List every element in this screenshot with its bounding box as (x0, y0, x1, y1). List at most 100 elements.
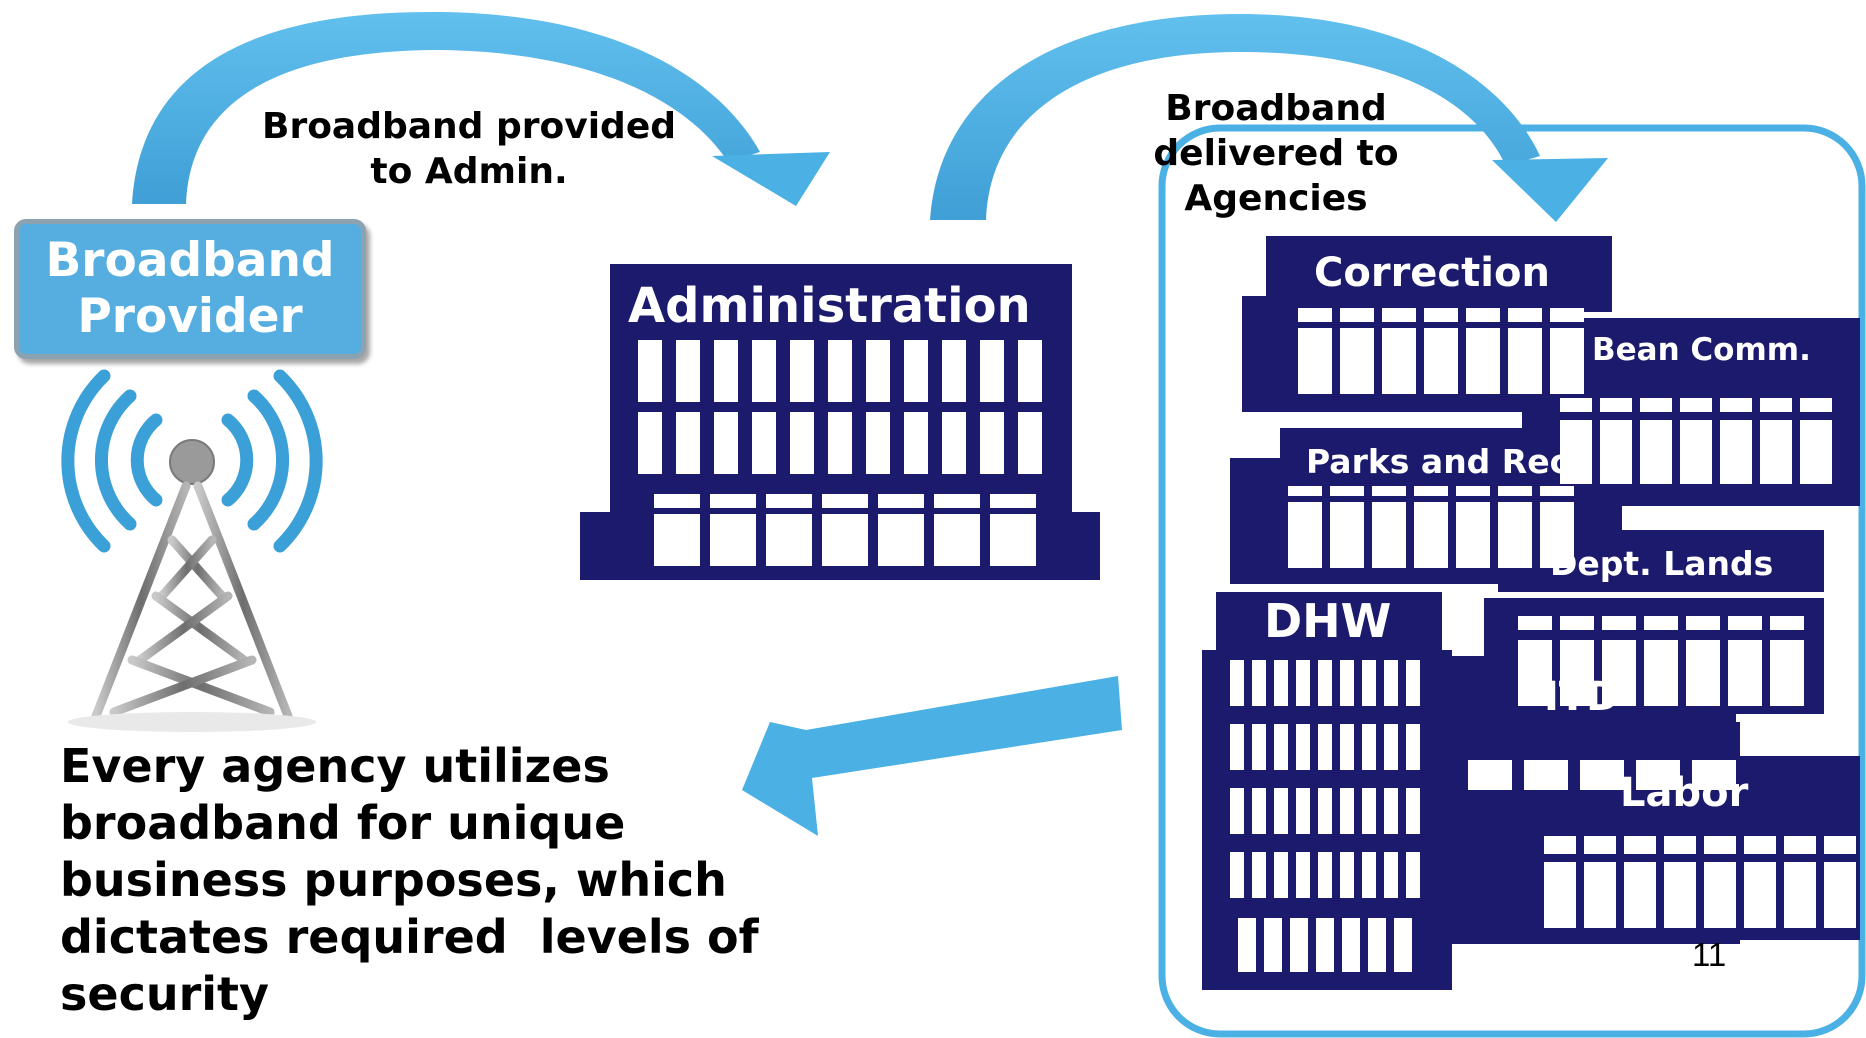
window (1456, 486, 1490, 496)
window (1518, 616, 1552, 630)
window (1760, 398, 1792, 412)
admin-window (710, 514, 756, 566)
window (1274, 724, 1288, 770)
window (1824, 862, 1856, 928)
arrow-label-to-admin: Broadband provided to Admin. (244, 104, 694, 194)
admin-window (822, 514, 868, 566)
admin-window (790, 412, 814, 474)
admin-window (878, 494, 924, 508)
window (1264, 918, 1282, 972)
window (1560, 640, 1594, 706)
window (1686, 616, 1720, 630)
window (1288, 502, 1322, 568)
admin-window (828, 340, 852, 402)
statement-line3: business purposes, which (60, 853, 727, 907)
arrow-agencies-to-statement (742, 676, 1122, 836)
window (1540, 502, 1574, 568)
window (1394, 918, 1412, 972)
admin-window (654, 514, 700, 566)
broadband-provider-box: Broadband Provider (14, 219, 366, 359)
window (1274, 852, 1288, 898)
admin-window (828, 412, 852, 474)
admin-window (904, 340, 928, 402)
admin-window (714, 340, 738, 402)
admin-window (676, 340, 700, 402)
window (1230, 788, 1244, 834)
window (1560, 398, 1592, 412)
admin-window (654, 494, 700, 508)
window (1686, 640, 1720, 706)
window (1414, 502, 1448, 568)
window (1252, 660, 1266, 706)
admin-window (766, 494, 812, 508)
window (1318, 660, 1332, 706)
window (1318, 788, 1332, 834)
agency-windows (1230, 308, 1856, 972)
admin-window (990, 514, 1036, 566)
window (1296, 852, 1310, 898)
window (1680, 398, 1712, 412)
window (1784, 862, 1816, 928)
window (1230, 660, 1244, 706)
agency-label-labor: Labor (1620, 770, 1749, 816)
signal-waves-icon (61, 369, 323, 553)
arrow-label-to-agencies-line2: delivered to (1153, 133, 1399, 174)
window (1584, 836, 1616, 854)
page-number: 11 (1692, 936, 1727, 973)
arrow-label-to-agencies-line3: Agencies (1184, 178, 1368, 219)
window (1784, 836, 1816, 854)
window (1340, 660, 1354, 706)
radio-tower-icon (91, 439, 293, 721)
agency-label-bean-comm: Bean Comm. (1592, 332, 1811, 368)
window (1330, 502, 1364, 568)
window (1372, 502, 1406, 568)
window (1468, 760, 1512, 790)
window (1640, 398, 1672, 412)
window (1296, 724, 1310, 770)
window (1424, 328, 1458, 394)
window (1518, 640, 1552, 706)
window (1372, 486, 1406, 496)
window (1290, 918, 1308, 972)
admin-window (822, 494, 868, 508)
admin-window (866, 412, 890, 474)
admin-window (934, 494, 980, 508)
admin-window (980, 340, 1004, 402)
window (1384, 724, 1398, 770)
window (1744, 862, 1776, 928)
admin-window (942, 412, 966, 474)
window (1640, 420, 1672, 484)
admin-window (714, 412, 738, 474)
window (1340, 788, 1354, 834)
admin-window (990, 494, 1036, 508)
window (1744, 836, 1776, 854)
window (1560, 616, 1594, 630)
window (1252, 852, 1266, 898)
agency-usage-statement: Every agency utilizes broadband for uniq… (60, 738, 820, 1023)
window (1508, 308, 1542, 322)
agency-label-dhw: DHW (1264, 594, 1392, 648)
agency-label-dept-lands: Dept. Lands (1550, 544, 1774, 583)
window (1720, 398, 1752, 412)
window (1382, 308, 1416, 322)
window (1800, 420, 1832, 484)
admin-window (752, 340, 776, 402)
window (1382, 328, 1416, 394)
admin-window (878, 514, 924, 566)
admin-window (1018, 340, 1042, 402)
window (1318, 724, 1332, 770)
admin-window (790, 340, 814, 402)
tower-shadow (68, 712, 316, 732)
window (1340, 308, 1374, 322)
statement-line1: Every agency utilizes (60, 739, 610, 793)
window (1550, 308, 1584, 322)
window (1342, 918, 1360, 972)
window (1384, 660, 1398, 706)
window (1318, 852, 1332, 898)
window (1624, 862, 1656, 928)
window (1406, 660, 1420, 706)
admin-window (752, 412, 776, 474)
admin-window (676, 412, 700, 474)
window (1288, 486, 1322, 496)
